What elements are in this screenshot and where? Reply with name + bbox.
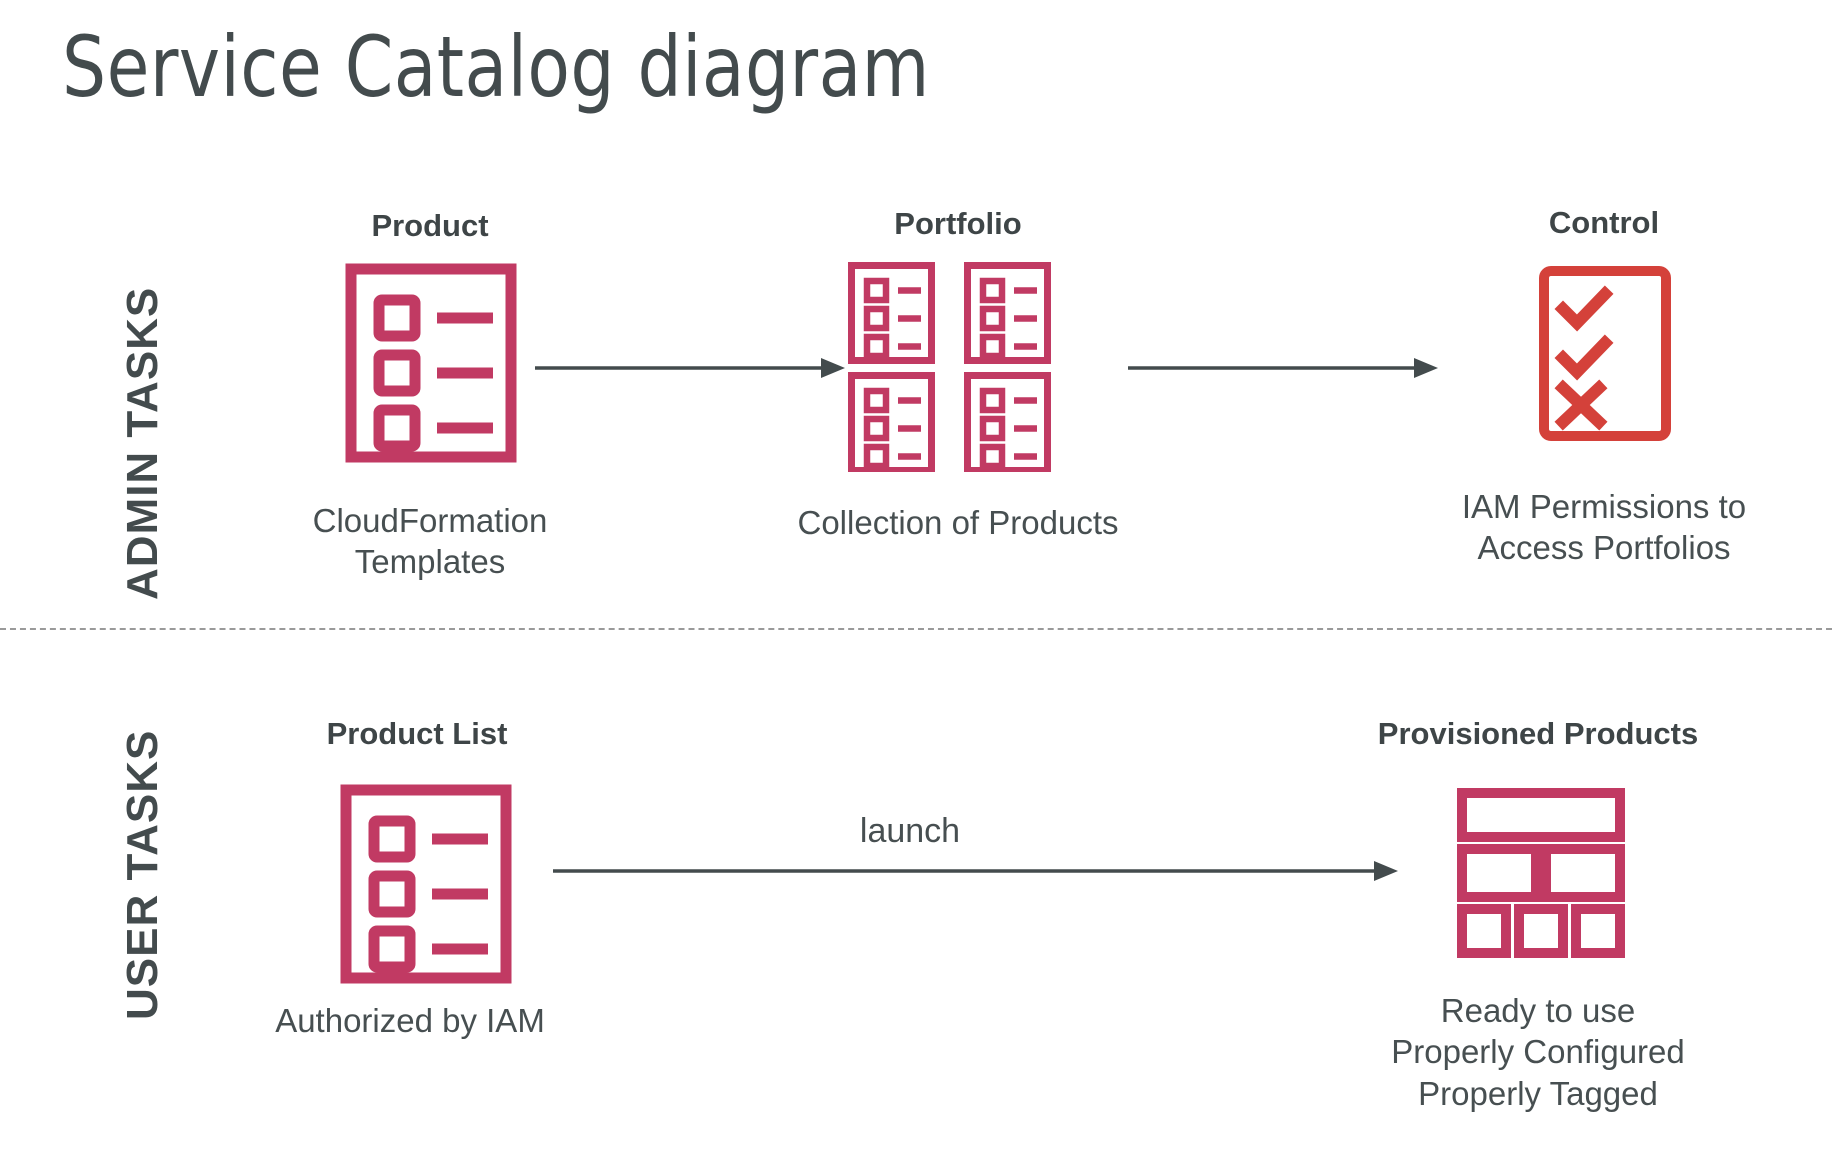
- node-title-control: Control: [1548, 205, 1660, 240]
- arrow-launch: [553, 855, 1398, 892]
- caption-line: Authorized by IAM: [275, 1002, 545, 1039]
- arrow-portfolio-to-control: [1128, 352, 1438, 389]
- product-list-document-icon: [340, 784, 512, 989]
- node-title-product-list: Product List: [326, 716, 508, 751]
- caption-line: Properly Tagged: [1418, 1074, 1658, 1112]
- caption-control: IAM Permissions to Access Portfolios: [1462, 486, 1746, 569]
- caption-line: Collection of Products: [797, 504, 1119, 541]
- node-title-product: Product: [371, 208, 489, 243]
- caption-portfolio: Collection of Products: [798, 502, 1119, 543]
- caption-line: IAM Permissions to: [1461, 488, 1747, 525]
- portfolio-grid-icon: [848, 262, 1068, 477]
- caption-product-list: Authorized by IAM: [275, 1000, 545, 1041]
- provisioned-layout-icon: [1457, 788, 1625, 963]
- product-list-document-icon: [345, 263, 517, 468]
- page-title: Service Catalog diagram: [62, 18, 930, 116]
- caption-line: Access Portfolios: [1477, 529, 1731, 567]
- caption-line: CloudFormation: [312, 502, 548, 539]
- caption-line: Properly Configured: [1391, 1033, 1685, 1071]
- arrow-product-to-portfolio: [535, 352, 845, 389]
- band-divider: [0, 628, 1832, 630]
- caption-line: Templates: [354, 543, 506, 581]
- caption-provisioned-products: Ready to use Properly Configured Properl…: [1391, 990, 1685, 1114]
- caption-line: Ready to use: [1440, 992, 1636, 1029]
- node-title-provisioned-products: Provisioned Products: [1377, 716, 1699, 751]
- caption-product: CloudFormation Templates: [313, 500, 548, 583]
- control-checklist-icon: [1539, 266, 1671, 446]
- band-label-user-tasks: USER TASKS: [118, 729, 167, 1020]
- band-label-admin-tasks: ADMIN TASKS: [118, 286, 167, 600]
- arrow-label-launch: launch: [859, 812, 961, 850]
- node-title-portfolio: Portfolio: [894, 206, 1022, 241]
